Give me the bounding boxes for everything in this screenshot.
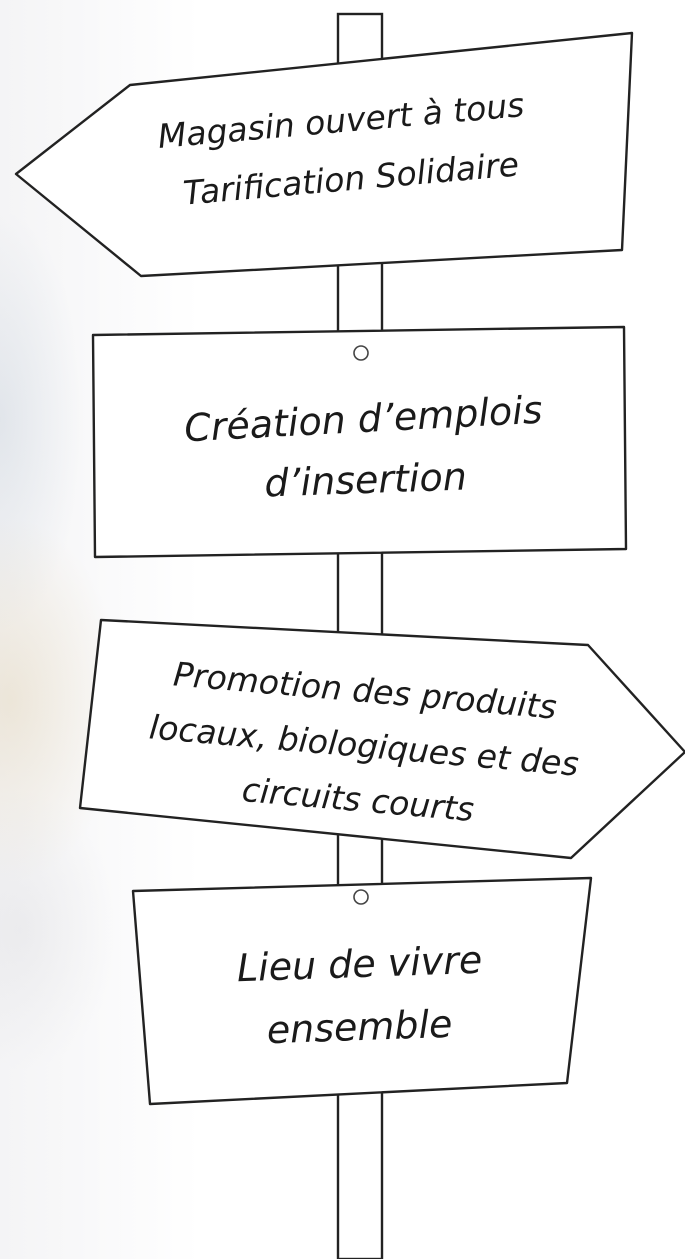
sign-4-line-2: ensemble	[266, 1002, 453, 1052]
sign-4-board: Lieu de vivre ensemble	[131, 876, 593, 1106]
sign-3-arrow-right: Promotion des produits locaux, biologiqu…	[78, 618, 685, 860]
sign-4-line-1: Lieu de vivre	[236, 938, 483, 991]
nail-hole	[353, 345, 369, 361]
nail-hole	[353, 889, 369, 905]
sign-1-arrow-left: Magasin ouvert à tous Tarification Solid…	[14, 31, 634, 278]
sign-2-board: Création d’emplois d’insertion	[91, 325, 628, 559]
sign-2-line-2: d’insertion	[264, 454, 468, 505]
